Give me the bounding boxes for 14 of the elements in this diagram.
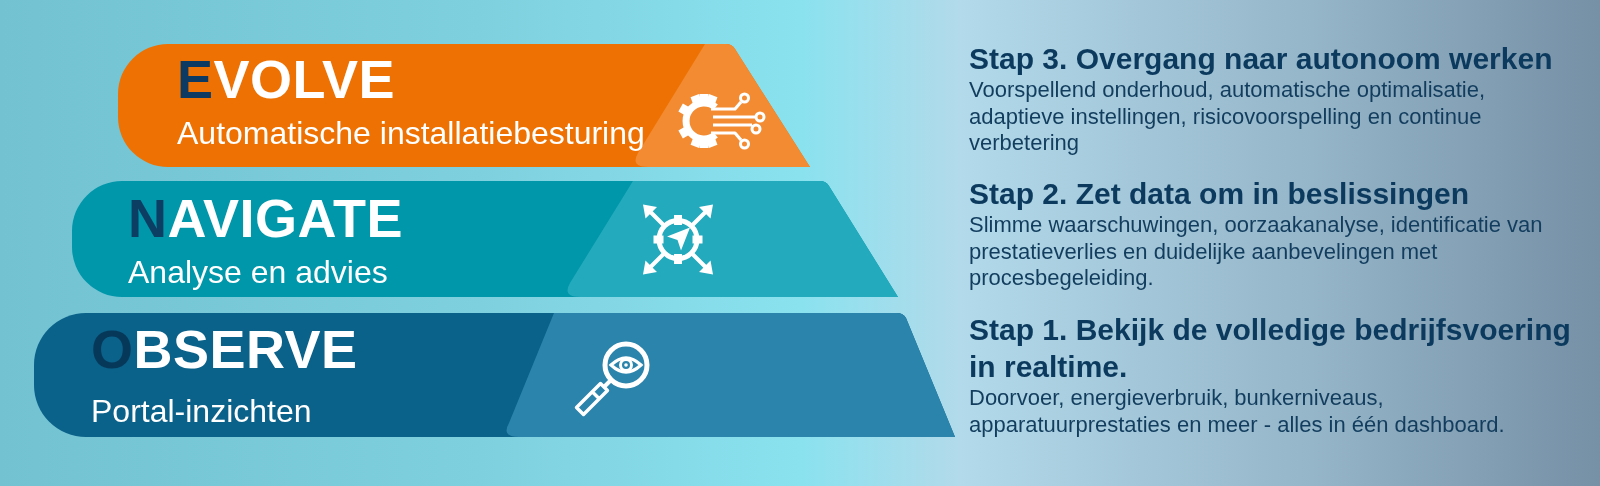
step-description: Doorvoer, energieverbruik, bunkerniveaus, apparatuurprestaties en meer - alles in één dashboard. [969, 385, 1506, 438]
tier-title: EVOLVE [177, 52, 396, 106]
step-description: Slimme waarschuwingen, oorzaakanalyse, identificatie van prestatieverlies en duidelijke aanbevelingen met procesbegeleiding. [969, 212, 1544, 292]
pyramid-tier [34, 313, 955, 437]
step-heading: Stap 2. Zet data om in beslissingen [969, 176, 1471, 212]
step-description: Voorspellend onderhoud, automatische optimalisatie, adaptieve instellingen, risicovoorspelling en continue verbetering [969, 77, 1487, 157]
step-heading: Stap 1. Bekijk de volledige bedrijfsvoering in realtime. [969, 312, 1572, 385]
tier-subtitle: Portal-inzichten [91, 395, 312, 427]
step-heading: Stap 3. Overgang naar autonoom werken [969, 41, 1554, 77]
pyramid-tier [118, 44, 810, 167]
tier-title: NAVIGATE [128, 191, 403, 245]
tier-subtitle: Automatische installatiebesturing [177, 117, 645, 149]
pyramid-tier [72, 181, 898, 297]
tier-subtitle: Analyse en advies [128, 256, 388, 288]
